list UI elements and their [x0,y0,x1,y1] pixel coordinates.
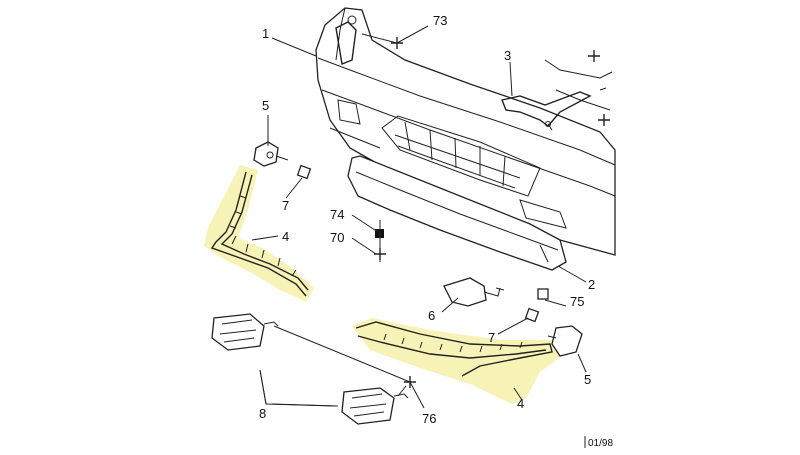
callout-74: 74 [330,207,344,222]
towing-eye-cover [443,277,505,307]
callout-70: 70 [330,230,344,245]
fasteners [296,37,610,388]
callout-5-top: 5 [262,98,269,113]
callout-4-right: 4 [517,396,524,411]
square-nut-75 [537,288,549,300]
callout-76: 76 [422,411,436,426]
callout-7-bottom: 7 [488,330,495,345]
callout-5-bottom: 5 [584,372,591,387]
callout-labels: 1 2 3 4 4 5 5 6 7 7 8 70 73 74 75 76 [259,13,595,426]
highlight-left-molding [204,165,314,302]
square-nut-right [524,307,540,323]
callout-3: 3 [504,48,511,63]
side-lamp-lower [341,387,409,425]
highlight-right-molding [352,318,562,404]
clip-bottom [547,325,583,357]
reference-code: 01/98 [588,438,613,449]
callout-75: 75 [570,294,584,309]
callout-73: 73 [433,13,447,28]
callout-2: 2 [588,277,595,292]
front-bumper-assembly [315,7,616,256]
callout-6: 6 [428,308,435,323]
square-nut-left [296,164,312,180]
side-lamp-upper [211,313,279,351]
screw-bracket-top [588,50,600,62]
callout-7-top: 7 [282,198,289,213]
leader-lines [251,25,587,409]
right-molding-strip [355,321,553,377]
callout-8: 8 [259,406,266,421]
left-molding-strip [210,171,309,297]
clip-top [253,141,289,167]
callout-1: 1 [262,26,269,41]
screw-bracket-bottom [598,114,610,126]
mounting-bracket [501,59,613,131]
callout-4-left: 4 [282,229,289,244]
